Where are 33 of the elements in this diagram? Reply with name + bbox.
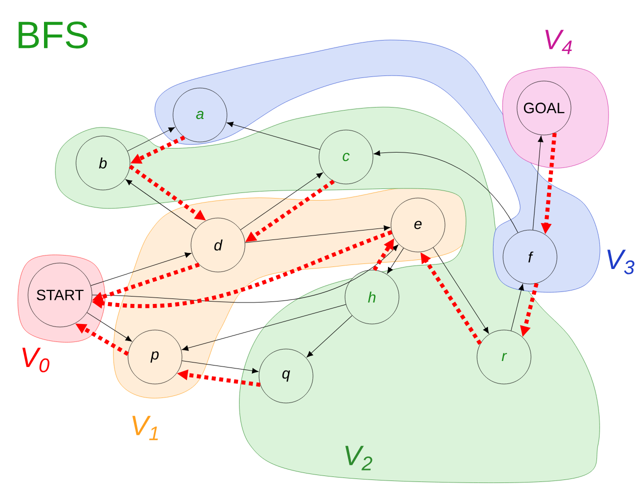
arrow [226, 122, 320, 150]
node-label: V$_{1}$ [132, 416, 158, 440]
arrow [244, 225, 390, 243]
arrow [532, 136, 544, 230]
arrow [182, 360, 258, 374]
node-label: V$_{0}$ [22, 348, 50, 372]
graph-vertex: r [476, 330, 532, 384]
graph-vertex: d [190, 218, 246, 272]
node-label: V$_{4}$ [545, 30, 572, 54]
arrow [387, 248, 404, 274]
title: BFS [18, 22, 88, 48]
graph-vertex: a [172, 88, 228, 142]
arrow [306, 315, 352, 358]
graph-vertex: p [128, 330, 182, 384]
arrow [432, 247, 489, 334]
graph-vertex: c [318, 130, 374, 184]
arrow [374, 150, 518, 233]
arrow [240, 172, 323, 230]
arrow [92, 244, 398, 303]
arrow [127, 127, 175, 152]
arrow [510, 284, 524, 331]
graph-vertex: h [344, 270, 400, 324]
graph-vertex: f [502, 230, 558, 284]
graph-vertex: q [258, 348, 314, 404]
graph-vertex: START [28, 262, 92, 328]
graph-vertex: b [76, 136, 130, 190]
node-label: V$_{3}$ [607, 250, 634, 274]
arrow [86, 312, 132, 342]
arrow [126, 179, 196, 230]
arrow [90, 252, 192, 286]
arrow [182, 304, 346, 351]
graph-vertex: GOAL [516, 80, 572, 136]
graph-vertex: e [390, 198, 446, 252]
